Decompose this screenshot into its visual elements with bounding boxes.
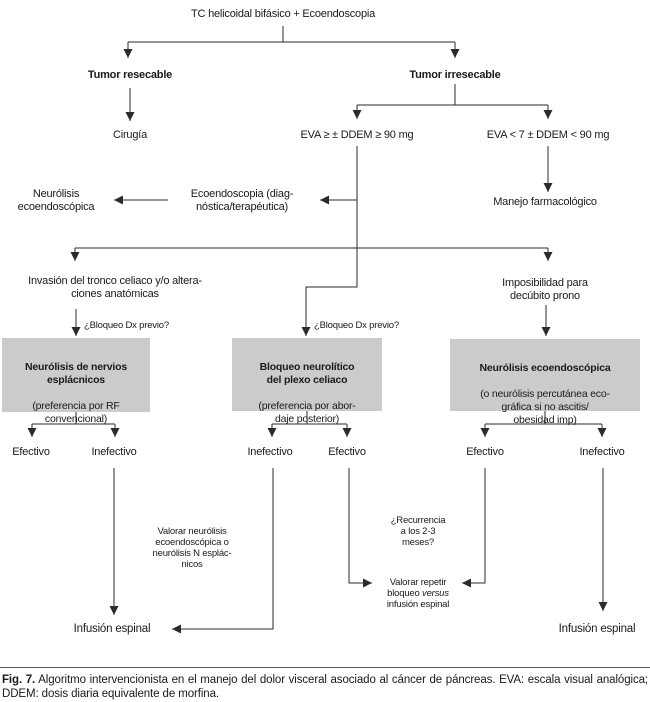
connector	[301, 146, 358, 336]
box-esplacnicos-subtitle: (preferencia por RF convencional)	[32, 400, 120, 425]
box-esplacnicos-title: Neurólisis de nervios esplácnicos	[24, 361, 127, 386]
node-manejo-farmacologico: Manejo farmacológico	[493, 196, 597, 208]
box-esplacnicos: Neurólisis de nervios esplácnicos (prefe…	[2, 338, 150, 425]
figure-caption-text: Algoritmo intervencionista en el manejo …	[2, 674, 649, 700]
figure-caption: Fig. 7. Algoritmo intervencionista en el…	[2, 673, 648, 701]
node-inefectivo-3: Inefectivo	[579, 446, 625, 458]
node-cirugia: Cirugía	[112, 129, 148, 141]
box-plexo-celiaco: Bloqueo neurolítico del plexo celiaco (p…	[232, 338, 382, 425]
connector	[172, 468, 274, 634]
node-inefectivo-1: Inefectivo	[91, 446, 137, 458]
annotation-bloqueo-dx-mid: ¿Bloqueo Dx previo?	[314, 320, 399, 331]
box-neurolisis-eco-subtitle: (o neurólisis percutánea eco- gráfica si…	[480, 388, 610, 426]
box-neurolisis-eco-title: Neurólisis ecoendoscópica	[479, 362, 611, 374]
node-efectivo-2: Efectivo	[328, 446, 366, 458]
connector	[462, 468, 486, 588]
connector	[485, 411, 602, 425]
node-eva-low: EVA < 7 ± DDEM < 90 mg	[486, 129, 610, 141]
box-plexo-celiaco-subtitle: (preferencia por abor- daje posterior)	[258, 400, 356, 425]
connector	[32, 412, 115, 425]
node-efectivo-1: Efectivo	[12, 446, 50, 458]
node-invasion: Invasión del tronco celiaco y/o altera- …	[28, 275, 202, 300]
figure-caption-label: Fig. 7.	[2, 674, 36, 686]
caption-divider	[0, 667, 650, 668]
annotation-valorar-repetir: Valorar repetir bloqueo versus infusión …	[387, 566, 449, 610]
annotation-recurrencia: ¿Recurrencia a los 2-3 meses?	[390, 515, 446, 548]
node-ecoendoscopia: Ecoendoscopia (diag- nóstica/terapéutica…	[190, 188, 294, 213]
node-tumor-resecable: Tumor resecable	[87, 69, 173, 81]
node-infusion-right: Infusión espinal	[558, 623, 636, 635]
node-infusion-left: Infusión espinal	[73, 623, 151, 635]
node-imposibilidad: Imposibilidad para decúbito prono	[502, 277, 588, 302]
node-efectivo-3: Efectivo	[466, 446, 504, 458]
annotation-valorar-neurolisis: Valorar neurólisis ecoendoscópica o neur…	[152, 526, 232, 570]
box-plexo-celiaco-title: Bloqueo neurolítico del plexo celiaco	[259, 361, 355, 386]
connector	[348, 468, 372, 588]
valorar-repetir-versus: versus	[422, 588, 449, 599]
node-neurolisis-eco: Neurólisis ecoendoscópica	[17, 188, 95, 213]
connector-lines	[27, 26, 608, 634]
node-eva-high: EVA ≥ ± DDEM ≥ 90 mg	[300, 129, 414, 141]
annotation-bloqueo-dx-left: ¿Bloqueo Dx previo?	[84, 320, 169, 331]
box-neurolisis-eco: Neurólisis ecoendoscópica (o neurólisis …	[450, 339, 640, 426]
node-tumor-irresecable: Tumor irresecable	[409, 69, 501, 81]
node-title: TC helicoidal bifásico + Ecoendoscopia	[190, 8, 376, 20]
valorar-repetir-pre: Valorar repetir bloqueo	[387, 577, 447, 599]
valorar-repetir-post: infusión espinal	[386, 599, 450, 610]
connector	[272, 411, 347, 425]
node-inefectivo-2: Inefectivo	[247, 446, 293, 458]
